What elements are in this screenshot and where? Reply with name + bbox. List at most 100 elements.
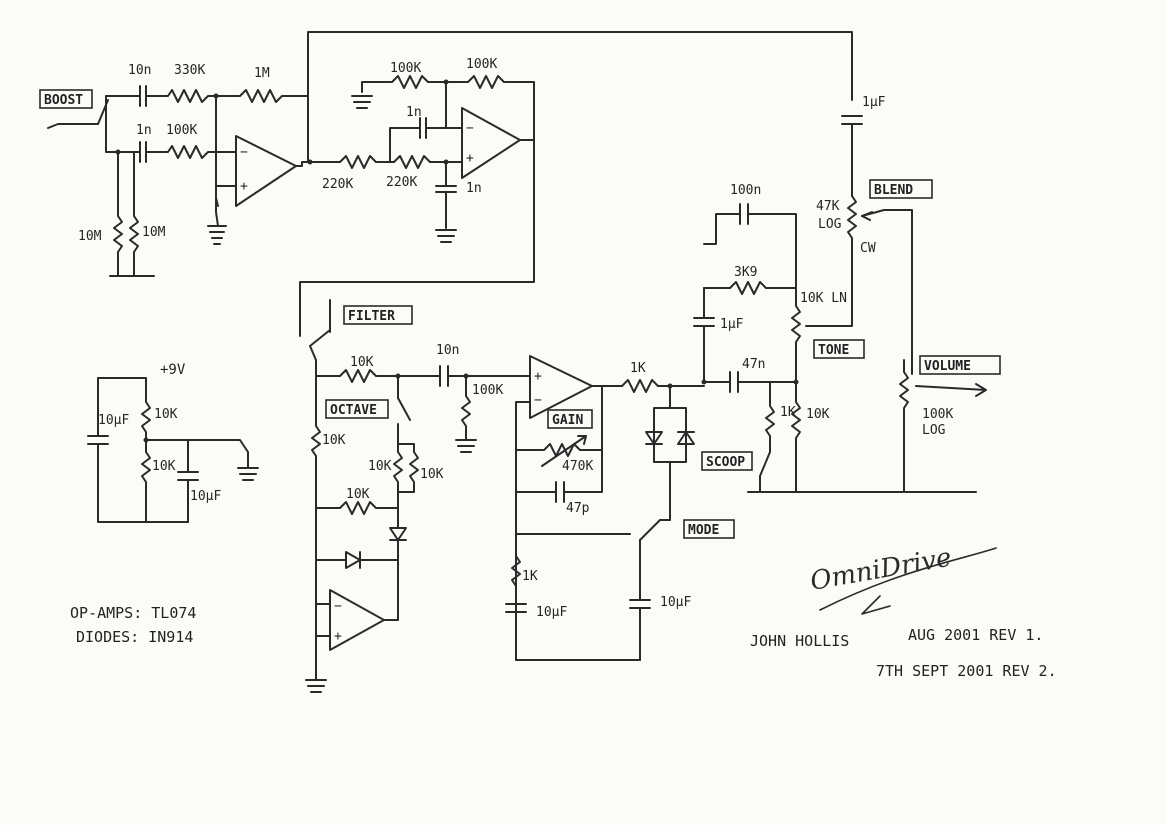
scoop-box — [701, 451, 753, 471]
volume-output-arrow — [915, 383, 987, 397]
scoop-diode-a — [645, 431, 663, 445]
octave-label: OCTAVE — [330, 403, 377, 418]
svg-text:+: + — [334, 629, 342, 644]
cap-1n-filter-fb-label: 1n — [406, 105, 422, 120]
res-100k-input-label: 100K — [166, 123, 197, 138]
res-1m-label: 1M — [254, 66, 270, 81]
author-note: JOHN HOLLIS — [750, 632, 849, 650]
title-signature: OmniDrive — [808, 543, 954, 597]
volume-box — [919, 355, 1001, 375]
cap-47n — [703, 371, 797, 393]
blend-box — [869, 179, 933, 199]
filter-switch — [309, 299, 331, 347]
opamps-note: OP-AMPS: TL074 — [70, 604, 196, 622]
cap-1n-input — [133, 141, 161, 163]
vol-taper-label: LOG — [922, 423, 946, 438]
res-220k-a-label: 220K — [322, 177, 353, 192]
res-100k-input — [159, 145, 237, 159]
cap-100n-tone — [703, 203, 797, 289]
cap-10n-input — [133, 85, 161, 107]
svg-text:+: + — [240, 179, 248, 194]
cap-1uf-tone-label: 1µF — [720, 317, 744, 332]
mode-box — [683, 519, 735, 539]
res-10k-octave-left-label: 10K — [322, 433, 346, 448]
supply-label: +9V — [160, 362, 186, 378]
gain-box — [547, 409, 593, 429]
cap-1n-label: 1n — [136, 123, 152, 138]
tone-pot — [791, 287, 801, 383]
power-section: +9V 10K 10K 10µF 10µF — [87, 362, 259, 523]
divider-resistors — [97, 377, 151, 523]
svg-text:−: − — [240, 145, 248, 160]
div-10k-top-label: 10K — [154, 407, 178, 422]
res-10k-octave-pair — [397, 443, 419, 493]
cap-10n-mid-label: 10n — [436, 343, 459, 358]
cap-1uf-output-label: 1µF — [862, 95, 886, 110]
ground-symbol — [207, 225, 227, 245]
res-10k-tone-label: 10K — [806, 407, 830, 422]
volume-pot — [899, 359, 909, 493]
res-220k-b-label: 220K — [386, 175, 417, 190]
cap-1n-filter-fb — [389, 117, 447, 163]
blend-pot — [805, 195, 857, 327]
input-jack — [47, 123, 99, 129]
scoop-diode-b — [677, 431, 695, 445]
scoop-label: SCOOP — [706, 455, 745, 470]
mode-label: MODE — [688, 523, 719, 538]
cap-10n-mid — [439, 365, 531, 387]
res-10m-left-label: 10M — [78, 229, 102, 244]
res-10k-tone — [791, 381, 801, 493]
blend-pot-label: 47K — [816, 199, 840, 214]
diodes-note: DIODES: IN914 — [76, 628, 193, 646]
cap-1uf-output — [841, 115, 863, 197]
res-10m-right — [129, 151, 139, 277]
filter-label: FILTER — [348, 309, 395, 324]
rev1-note: AUG 2001 REV 1. — [908, 626, 1043, 644]
svg-text:−: − — [466, 121, 474, 136]
tone-pot-label: 10K LN — [800, 291, 847, 306]
gain-cap-10uf-label: 10µF — [536, 605, 567, 620]
mode-switch — [515, 519, 671, 541]
res-330k-label: 330K — [174, 63, 205, 78]
boost-label: BOOST — [44, 93, 83, 108]
res-10k-octave-a-label: 10K — [368, 459, 392, 474]
tone-box — [813, 339, 865, 359]
gain-res-cap — [505, 543, 527, 661]
res-3k9-label: 3K9 — [734, 265, 757, 280]
gain-pot-label: 470K — [562, 459, 593, 474]
res-3k9-tone — [703, 281, 797, 295]
blend-label: BLEND — [874, 183, 913, 198]
cap-100n-label: 100n — [730, 183, 761, 198]
res-10m-left — [113, 151, 123, 277]
scoop-res-label: 1K — [780, 405, 796, 420]
filter-section: 220K 220K 1n 1n 100K 100K − + FILTER — [299, 57, 535, 377]
res-10k-octave-in — [315, 369, 441, 383]
res-10k-octave-left — [311, 375, 321, 681]
vol-pot-label: 100K — [922, 407, 953, 422]
res-10m-right-label: 10M — [142, 225, 166, 240]
svg-text:+: + — [466, 151, 474, 166]
res-100k-fb-right-label: 100K — [466, 57, 497, 72]
gain-label: GAIN — [552, 413, 583, 428]
volume-label: VOLUME — [924, 359, 971, 374]
opamp-filter — [461, 107, 521, 179]
cap-10uf-mode-label: 10µF — [660, 595, 691, 610]
svg-text:−: − — [534, 393, 542, 408]
supply-cap-label: 10µF — [98, 413, 129, 428]
scoop-resistor-switch — [759, 381, 775, 493]
cap-47n-label: 47n — [742, 357, 765, 372]
opamp-octave — [329, 589, 385, 651]
res-330k-and-1m — [159, 89, 309, 103]
octave-switch — [397, 375, 411, 445]
cap-10uf-mode — [629, 539, 651, 661]
blend-taper-label: LOG — [818, 217, 842, 232]
res-100k-gnd-label: 100K — [472, 383, 503, 398]
opamp-gain — [529, 355, 593, 419]
octave-box — [325, 399, 389, 419]
res-100k-feedback-pair — [361, 75, 535, 141]
rev2-note: 7TH SEPT 2001 REV 2. — [876, 662, 1057, 680]
cap-47p-label: 47p — [566, 501, 590, 516]
res-10k-octave-fb-label: 10K — [346, 487, 370, 502]
